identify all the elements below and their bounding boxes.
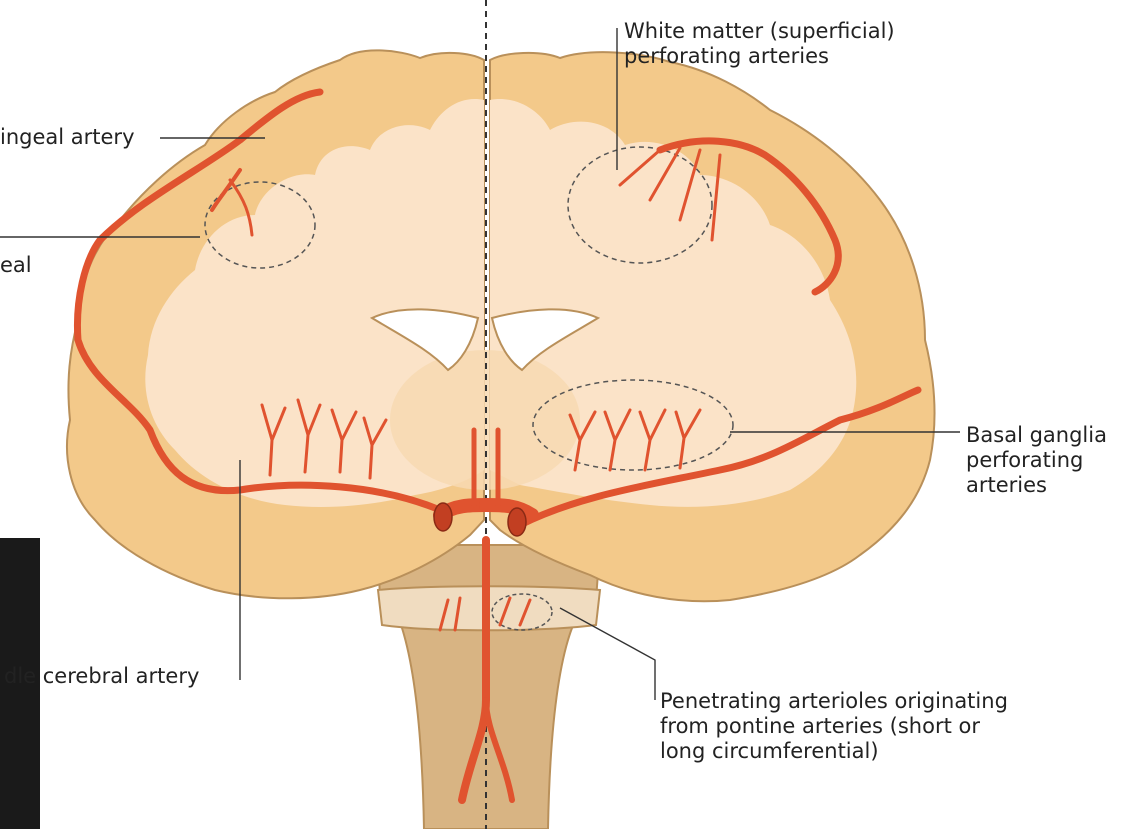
artery-cut-end-right	[508, 508, 526, 536]
artery-cut-end-left	[434, 503, 452, 531]
label-middle-cerebral-artery: dle cerebral artery	[4, 664, 199, 689]
label-penetrating-arterioles: Penetrating arterioles originating from …	[660, 689, 1008, 764]
label-meningeal-artery: ingeal artery	[0, 125, 135, 150]
label-basal-ganglia-perforating: Basal ganglia perforating arteries	[966, 423, 1107, 498]
label-white-matter-perforating: White matter (superficial) perforating a…	[624, 19, 895, 69]
label-meningeal-partial: eal	[0, 253, 32, 278]
